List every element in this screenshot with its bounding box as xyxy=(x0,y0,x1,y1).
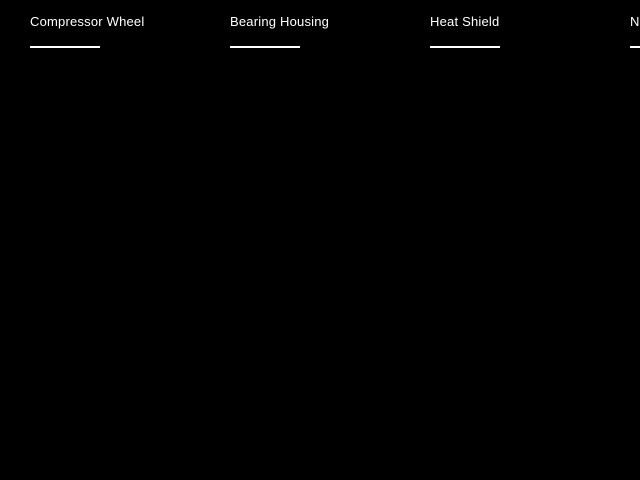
field-noozles: Noozles xyxy=(630,14,640,74)
field-heat-shield: Heat Shield xyxy=(430,14,630,74)
inspection-form: Compressor Wheel Bearing Housing Heat Sh… xyxy=(30,14,640,74)
field-compressor-wheel: Compressor Wheel xyxy=(30,14,230,74)
field-label: Compressor Wheel xyxy=(30,14,145,29)
field-bearing-housing: Bearing Housing xyxy=(230,14,430,74)
blank-field-line xyxy=(30,46,100,48)
field-label: Bearing Housing xyxy=(230,14,330,29)
blank-field-line xyxy=(430,46,500,48)
blank-field-line xyxy=(630,46,640,48)
field-label: Heat Shield xyxy=(430,14,500,29)
field-label: Noozles xyxy=(630,14,640,29)
blank-field-line xyxy=(230,46,300,48)
